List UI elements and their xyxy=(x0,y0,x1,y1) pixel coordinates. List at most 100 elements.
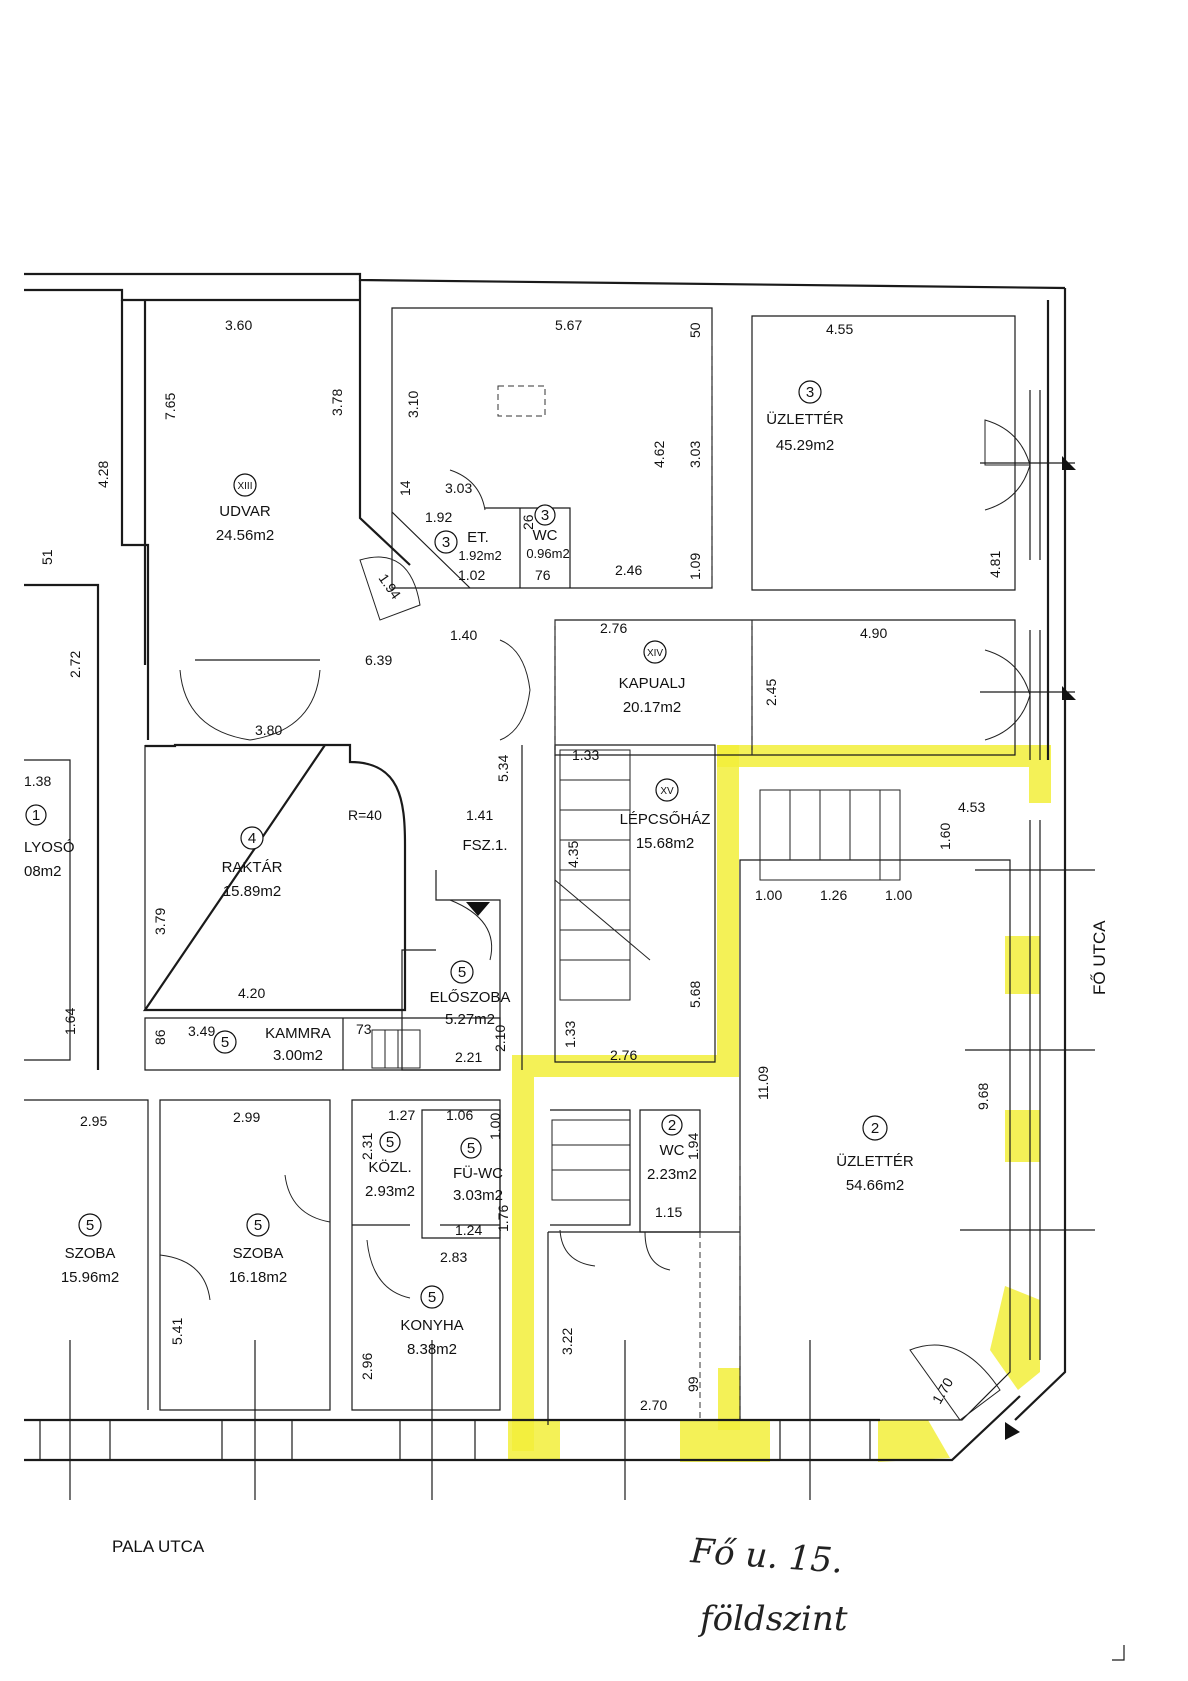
uzletter3-area: 45.29m2 xyxy=(776,437,834,454)
dim-label: 1.38 xyxy=(24,773,51,789)
uzletter2-number: 2 xyxy=(871,1120,879,1137)
dim-label: 7.65 xyxy=(162,393,178,420)
kapualj-number: XIV xyxy=(647,648,663,659)
handwritten-address: Fő u. 15. xyxy=(688,1531,844,1582)
uzletter3-number: 3 xyxy=(806,384,814,401)
kozl-name: KÖZL. xyxy=(368,1158,411,1176)
wc3-name: WC xyxy=(533,527,558,544)
kozl-area: 2.93m2 xyxy=(365,1183,415,1200)
dim-label: 3.03 xyxy=(445,480,472,496)
dim-label: 1.00 xyxy=(487,1113,503,1140)
dim-label: 2.10 xyxy=(492,1025,508,1052)
dim-label: 4.20 xyxy=(238,985,265,1001)
dim-label: 2.99 xyxy=(233,1109,260,1125)
grid-lines xyxy=(69,462,1095,1500)
konyha-area: 8.38m2 xyxy=(407,1341,457,1358)
dim-label: R=40 xyxy=(348,807,382,823)
szoba1-name: SZOBA xyxy=(65,1245,116,1262)
dim-label: 4.53 xyxy=(958,799,985,815)
dim-label: 3.22 xyxy=(559,1328,575,1355)
stairs xyxy=(371,749,901,1201)
dim-label: 2.46 xyxy=(615,562,642,578)
dim-label: 4.55 xyxy=(826,321,853,337)
fuwc-area: 3.03m2 xyxy=(453,1187,503,1204)
dim-label: 51 xyxy=(39,549,55,565)
dim-label: 14 xyxy=(397,480,413,496)
dim-label: 5.41 xyxy=(169,1318,185,1345)
dashed-lines xyxy=(497,340,753,1420)
kammra-name: KAMMRA xyxy=(265,1025,331,1042)
dim-label: 4.35 xyxy=(565,841,581,868)
kapualj-name: KAPUALJ xyxy=(619,675,686,692)
dim-label: 1.27 xyxy=(388,1107,415,1123)
dimension-labels: 3.60 5.67 4.55 3.03 1.92 1.02 76 2.46 1.… xyxy=(24,317,1003,1413)
dim-label: 2.70 xyxy=(640,1397,667,1413)
dim-label: 1.15 xyxy=(655,1204,682,1220)
uzletter2-name: ÜZLETTÉR xyxy=(836,1152,914,1170)
dim-label: 2.45 xyxy=(763,679,779,706)
dim-label: 4.81 xyxy=(987,551,1003,578)
dim-label: 99 xyxy=(685,1376,701,1392)
folyoso-name: LYOSÓ xyxy=(24,839,75,856)
raktar-area: 15.89m2 xyxy=(223,883,281,900)
dim-label: 5.67 xyxy=(555,317,582,333)
dim-label: 2.21 xyxy=(455,1049,482,1065)
dim-label: 76 xyxy=(535,567,551,583)
wc3-number: 3 xyxy=(541,507,549,524)
fuwc-name: FÜ-WC xyxy=(453,1164,503,1182)
dim-label: 1.60 xyxy=(937,823,953,850)
dim-label: 1.06 xyxy=(446,1107,473,1123)
doors xyxy=(159,419,1031,1421)
eloszoba-area: 5.27m2 xyxy=(445,1011,495,1028)
et3-name: ET. xyxy=(467,529,489,546)
dim-label: 1.24 xyxy=(455,1222,482,1238)
dim-label: 1.26 xyxy=(820,887,847,903)
dim-label: 3.10 xyxy=(405,391,421,418)
dim-label: 3.60 xyxy=(225,317,252,333)
dim-label: 1.41 xyxy=(466,807,493,823)
walls xyxy=(24,272,1067,1462)
dim-label: 1.92 xyxy=(425,509,452,525)
dim-label: 1.94 xyxy=(376,571,405,603)
raktar-number: 4 xyxy=(248,830,256,847)
dim-label: 50 xyxy=(687,322,703,338)
dim-label: 3.03 xyxy=(687,441,703,468)
street-east-label: FŐ UTCA xyxy=(1090,920,1109,995)
wc3-area: 0.96m2 xyxy=(526,546,569,561)
konyha-name: KONYHA xyxy=(400,1317,463,1334)
dim-label: 73 xyxy=(356,1021,372,1037)
dim-label: 5.68 xyxy=(687,981,703,1008)
udvar-number: XIII xyxy=(237,481,252,492)
dim-label: 3.80 xyxy=(255,722,282,738)
udvar-name: UDVAR xyxy=(219,503,271,520)
wc2-area: 2.23m2 xyxy=(647,1166,697,1183)
lepcsohaz-number: XV xyxy=(660,786,674,797)
corner-mark xyxy=(1112,1645,1125,1661)
uzletter2-area: 54.66m2 xyxy=(846,1177,904,1194)
dim-label: 1.02 xyxy=(458,567,485,583)
dim-label: 2.72 xyxy=(67,651,83,678)
et3-number: 3 xyxy=(442,534,450,551)
lepcsohaz-name: LÉPCSŐHÁZ xyxy=(620,811,711,828)
kammra-area: 3.00m2 xyxy=(273,1047,323,1064)
dim-label: 86 xyxy=(152,1029,168,1045)
szoba1-number: 5 xyxy=(86,1217,94,1234)
dim-label: 3.49 xyxy=(188,1023,215,1039)
dim-label: 3.78 xyxy=(329,389,345,416)
konyha-number: 5 xyxy=(428,1289,436,1306)
highlighted-unit xyxy=(508,745,1051,1462)
wc2-number: 2 xyxy=(668,1117,676,1134)
dim-label: 6.39 xyxy=(365,652,392,668)
dim-label: 2.31 xyxy=(359,1133,375,1160)
raktar-name: RAKTÁR xyxy=(222,859,283,876)
fuwc-number: 5 xyxy=(467,1140,475,1157)
dim-label: 5.34 xyxy=(495,755,511,782)
dim-label: 2.76 xyxy=(600,620,627,636)
dim-label: 9.68 xyxy=(975,1083,991,1110)
dim-label: 1.33 xyxy=(562,1021,578,1048)
dim-label: 2.83 xyxy=(440,1249,467,1265)
street-west-label: PALA UTCA xyxy=(112,1537,205,1556)
szoba2-name: SZOBA xyxy=(233,1245,284,1262)
szoba2-area: 16.18m2 xyxy=(229,1269,287,1286)
